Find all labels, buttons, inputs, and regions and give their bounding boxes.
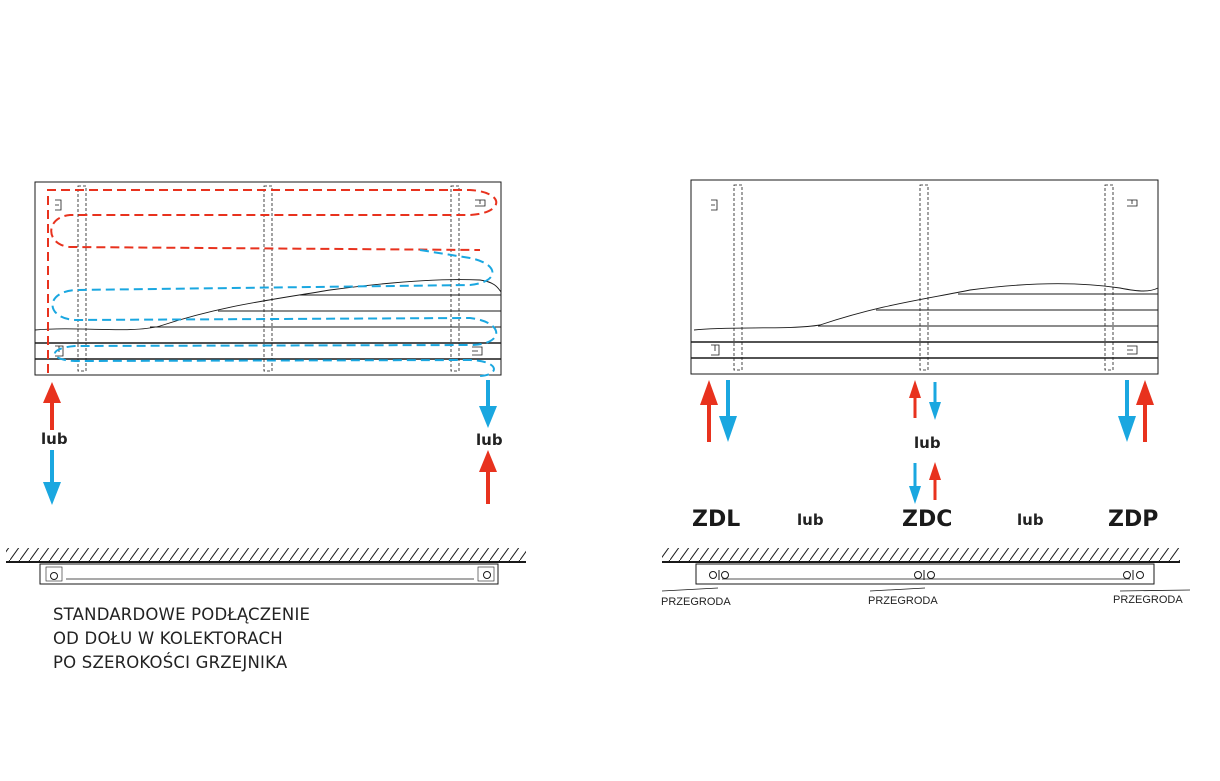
left-inlet-arrows	[43, 382, 61, 505]
right-or-label: lub	[476, 431, 503, 449]
between-or-label-1: lub	[797, 511, 824, 529]
option-zdc: ZDC	[902, 507, 952, 532]
option-zdl: ZDL	[692, 507, 740, 532]
zdp-arrows	[1118, 380, 1154, 442]
left-radiator	[34, 181, 502, 377]
zdc-arrows	[909, 380, 941, 504]
description-line-3: PO SZEROKOŚCI GRZEJNIKA	[53, 653, 288, 672]
partition-label-right: PRZEGRODA	[1113, 594, 1183, 606]
description-line-2: OD DOŁU W KOLEKTORACH	[53, 629, 283, 648]
zdl-arrows	[700, 380, 737, 442]
partition-label-center: PRZEGRODA	[868, 595, 938, 607]
left-or-label: lub	[41, 430, 68, 448]
right-wall-section	[661, 548, 1191, 592]
center-or-label: lub	[914, 434, 941, 452]
description-line-1: STANDARDOWE PODŁĄCZENIE	[53, 605, 311, 624]
partition-label-left: PRZEGRODA	[661, 596, 731, 608]
connection-description: STANDARDOWE PODŁĄCZENIE OD DOŁU W KOLEKT…	[53, 603, 310, 675]
between-or-label-2: lub	[1017, 511, 1044, 529]
right-radiator	[690, 179, 1159, 375]
option-zdp: ZDP	[1108, 507, 1158, 532]
left-wall-section	[6, 548, 526, 585]
right-outlet-arrows	[479, 380, 497, 504]
